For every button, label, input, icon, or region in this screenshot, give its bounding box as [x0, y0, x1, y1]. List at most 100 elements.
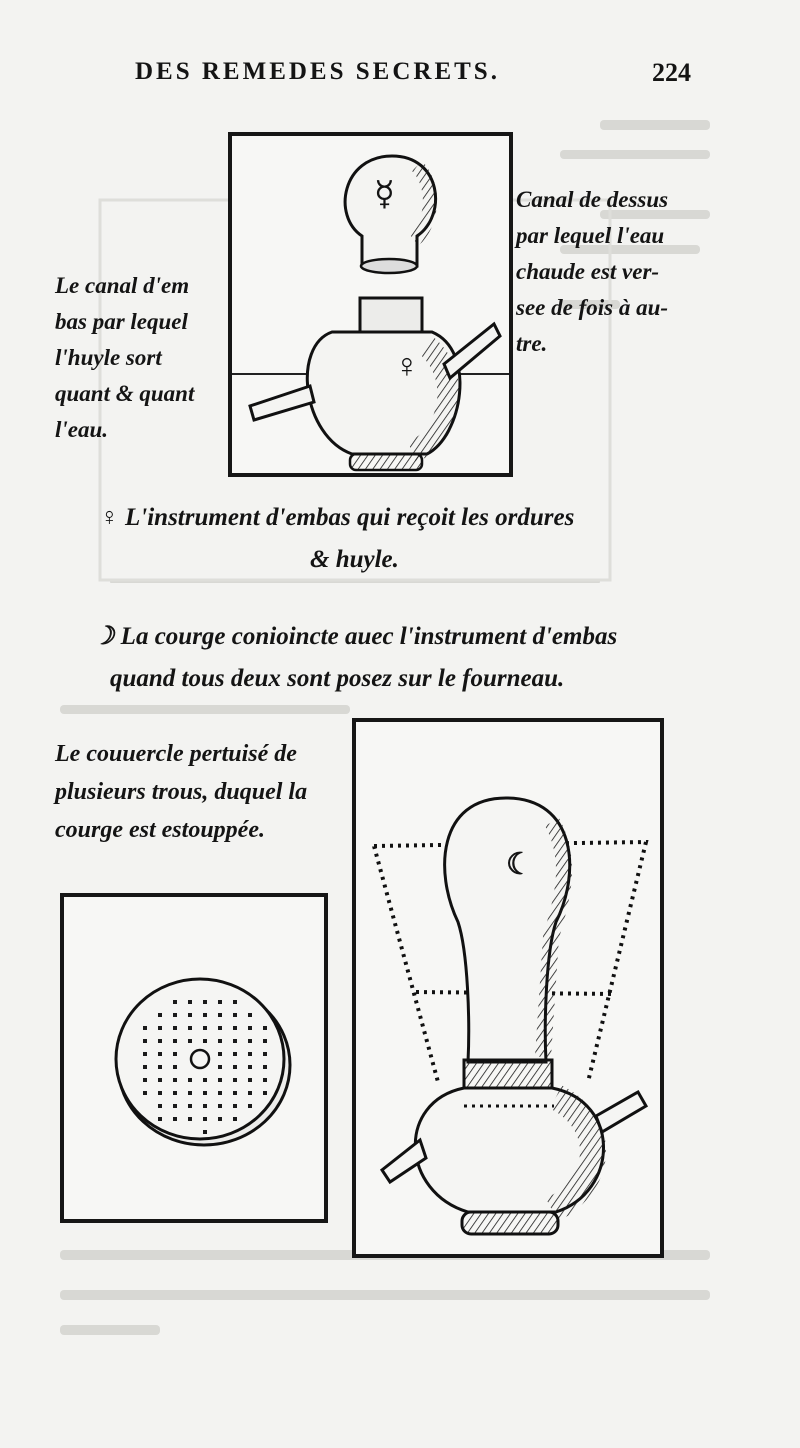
lid-hole: [203, 1078, 207, 1082]
lid-hole: [158, 1039, 162, 1043]
lid-hole: [233, 1052, 237, 1056]
lid-hole: [173, 1039, 177, 1043]
caption-lower-instrument-cont: & huyle.: [310, 540, 399, 580]
note-line: Le couuercle pertuisé de: [55, 741, 297, 767]
lid-hole: [173, 1078, 177, 1082]
lid-figure-woodcut: [60, 893, 328, 1223]
note-line: plusieurs trous, duquel la: [55, 779, 308, 805]
lid-hole: [218, 1091, 222, 1095]
lid-hole: [218, 1117, 222, 1121]
note-line: quant & quant: [55, 381, 195, 406]
lid-hole: [248, 1013, 252, 1017]
lid-hole: [203, 1039, 207, 1043]
lid-hole: [158, 1104, 162, 1108]
lid-note: Le couuercle pertuisé de plusieurs trous…: [55, 735, 355, 849]
lid-hole: [143, 1026, 147, 1030]
lid-hole: [158, 1026, 162, 1030]
running-title: DES REMEDES SECRETS.: [135, 58, 500, 85]
lid-hole: [263, 1065, 267, 1069]
lid-hole: [143, 1078, 147, 1082]
lid-hole: [203, 1117, 207, 1121]
moon-symbol: ☾: [506, 848, 533, 881]
lid-hole: [143, 1065, 147, 1069]
note-line: l'eau.: [55, 417, 109, 442]
note-line: par lequel l'eau: [516, 223, 665, 248]
lid-hole: [173, 1117, 177, 1121]
left-margin-note: Le canal d'em bas par lequel l'huyle sor…: [55, 268, 235, 448]
note-line: see de fois à au-: [516, 295, 669, 320]
lid-hole: [218, 1026, 222, 1030]
assembled-figure-woodcut: ☾: [352, 718, 664, 1258]
caption-line: & huyle.: [310, 546, 399, 573]
lid-hole: [263, 1078, 267, 1082]
lid-hole: [203, 1013, 207, 1017]
lid-hole: [233, 1091, 237, 1095]
lid-hole: [233, 1026, 237, 1030]
lid-hole: [218, 1052, 222, 1056]
lid-hole: [248, 1026, 252, 1030]
lid-hole: [158, 1013, 162, 1017]
separated-apparatus-illustration: [232, 154, 509, 472]
lid-hole: [233, 1104, 237, 1108]
lid-hole: [203, 1130, 207, 1134]
lid-hole: [233, 1117, 237, 1121]
lid-hole: [203, 1000, 207, 1004]
lid-hole: [173, 1000, 177, 1004]
lid-hole: [218, 1065, 222, 1069]
lid-hole: [173, 1013, 177, 1017]
lid-hole: [173, 1091, 177, 1095]
page-number: 224: [652, 58, 691, 87]
lid-hole: [263, 1026, 267, 1030]
top-figure-woodcut: ☿ ♀: [228, 132, 513, 477]
caption-assembled-gourd: ☽ La courge conioincte auec l'instrument…: [92, 617, 617, 657]
lid-hole: [263, 1052, 267, 1056]
note-line: l'huyle sort: [55, 345, 162, 370]
lid-hole: [158, 1091, 162, 1095]
lid-hole: [233, 1078, 237, 1082]
lid-hole: [173, 1104, 177, 1108]
lid-hole: [158, 1117, 162, 1121]
note-line: courge est estouppée.: [55, 817, 265, 843]
moon-caption-symbol: ☽: [92, 623, 115, 650]
lid-hole: [248, 1065, 252, 1069]
note-line: bas par lequel: [55, 309, 188, 334]
lid-hole: [188, 1039, 192, 1043]
lid-hole: [158, 1065, 162, 1069]
venus-caption-symbol: ♀: [100, 504, 119, 531]
note-line: tre.: [516, 331, 548, 356]
note-line: chaude est ver-: [516, 259, 660, 284]
lid-hole: [233, 1000, 237, 1004]
lid-hole: [188, 1104, 192, 1108]
lid-hole: [188, 1078, 192, 1082]
lid-hole: [248, 1091, 252, 1095]
lid-hole: [263, 1091, 267, 1095]
mercury-symbol: ☿: [374, 176, 395, 213]
lid-hole: [143, 1091, 147, 1095]
lid-hole: [248, 1104, 252, 1108]
caption-line: quand tous deux sont posez sur le fourne…: [110, 665, 565, 692]
lid-hole: [173, 1026, 177, 1030]
lid-hole: [203, 1026, 207, 1030]
caption-line: L'instrument d'embas qui reçoit les ordu…: [125, 504, 575, 531]
lid-hole: [248, 1078, 252, 1082]
lid-hole: [188, 1091, 192, 1095]
lid-hole: [188, 1000, 192, 1004]
perforated-lid-illustration: [114, 977, 292, 1147]
lid-hole: [173, 1052, 177, 1056]
lid-hole: [233, 1013, 237, 1017]
venus-symbol: ♀: [394, 348, 420, 385]
lid-hole: [248, 1052, 252, 1056]
lid-hole: [218, 1000, 222, 1004]
lid-hole: [218, 1104, 222, 1108]
lid-hole: [233, 1039, 237, 1043]
assembled-apparatus-illustration: [372, 796, 649, 1236]
lid-hole: [218, 1039, 222, 1043]
right-margin-note: Canal de dessus par lequel l'eau chaude …: [516, 182, 696, 362]
caption-line: La courge conioincte auec l'instrument d…: [120, 623, 618, 650]
lid-hole: [143, 1052, 147, 1056]
note-line: Canal de dessus: [516, 187, 669, 212]
lid-hole: [188, 1117, 192, 1121]
lid-hole: [158, 1078, 162, 1082]
lid-hole: [233, 1065, 237, 1069]
